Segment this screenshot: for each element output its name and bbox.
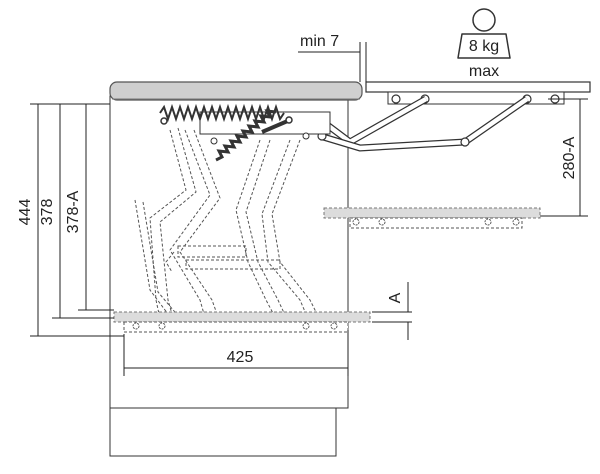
raised-shelf bbox=[365, 81, 591, 105]
worktop bbox=[109, 81, 363, 101]
label-425: 425 bbox=[227, 349, 254, 366]
weight-label: 8 kg bbox=[469, 38, 499, 55]
dimension-444: 444 bbox=[17, 103, 124, 337]
label-378-a: 378-A bbox=[65, 190, 82, 233]
dimension-378: 378 bbox=[39, 104, 114, 319]
lowered-shelf bbox=[113, 311, 371, 333]
label-444: 444 bbox=[17, 199, 34, 226]
dimension-280-a: 280-A bbox=[540, 98, 588, 217]
weight-caption: max bbox=[469, 63, 499, 80]
dimension-425: 425 bbox=[123, 330, 349, 376]
cabinet-plinth bbox=[109, 407, 337, 457]
label-280-a: 280-A bbox=[561, 136, 578, 179]
cabinet bbox=[109, 95, 349, 457]
weight-icon: 8 kg max bbox=[457, 8, 511, 80]
lift-arms bbox=[313, 95, 529, 152]
label-a: A bbox=[387, 292, 404, 303]
label-min-7: min 7 bbox=[300, 33, 339, 50]
middle-shelf bbox=[323, 207, 541, 229]
label-378: 378 bbox=[39, 199, 56, 226]
dimension-min-7: min 7 bbox=[298, 33, 367, 82]
motion-path-dashed bbox=[134, 127, 325, 331]
spring-mechanism bbox=[159, 103, 331, 162]
dimension-378-a: 378-A bbox=[65, 104, 114, 311]
dimension-a: A bbox=[372, 282, 412, 340]
